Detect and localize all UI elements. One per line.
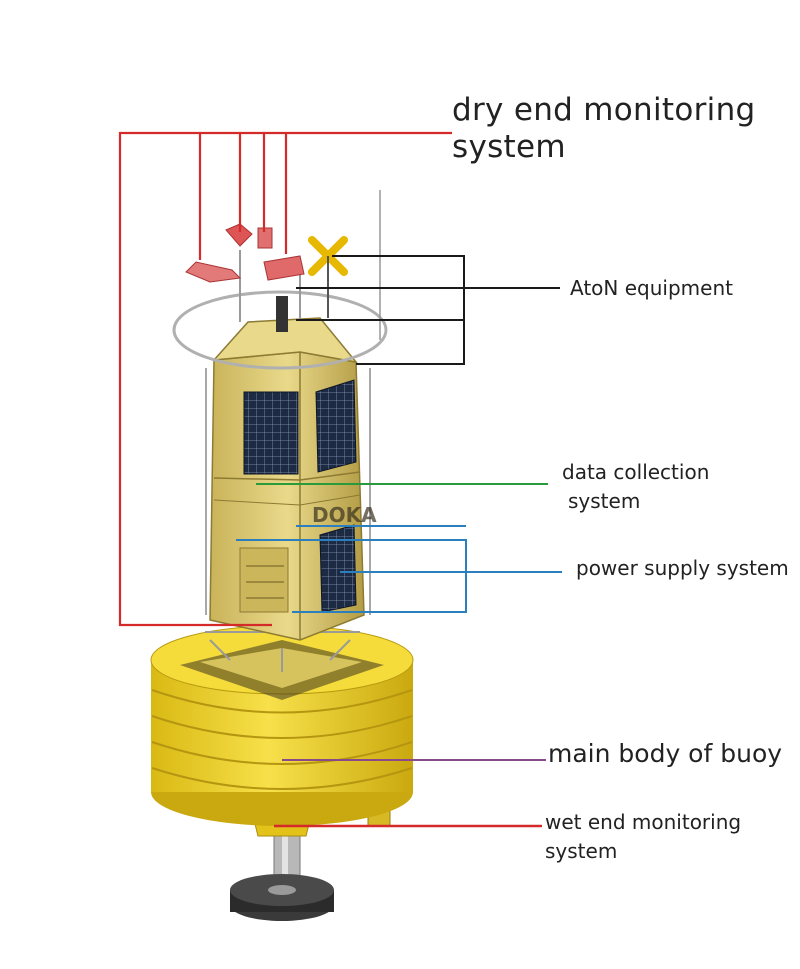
power-supply-callout-lines — [236, 525, 562, 613]
wet-end-monitoring-label: wet end monitoring system — [545, 810, 742, 863]
keel-assembly — [230, 789, 391, 921]
aton-light — [308, 236, 348, 318]
tower-base-frame — [205, 631, 360, 672]
dry-end-sensors — [185, 223, 305, 283]
dry-end-callout-lines — [118, 131, 452, 627]
solar-panels: DOKA — [243, 379, 377, 613]
power-supply-label: power supply system — [576, 556, 789, 580]
data-collection-label: data collection system — [562, 460, 710, 513]
aton-equipment-label: AtoN equipment — [570, 276, 733, 300]
svg-text:DOKA: DOKA — [312, 503, 377, 527]
top-ring-and-mast — [172, 190, 388, 370]
aton-callout-lines — [296, 255, 560, 365]
main-body-label: main body of buoy — [548, 739, 783, 768]
dry-end-monitoring-label: dry end monitoring system — [452, 92, 756, 166]
